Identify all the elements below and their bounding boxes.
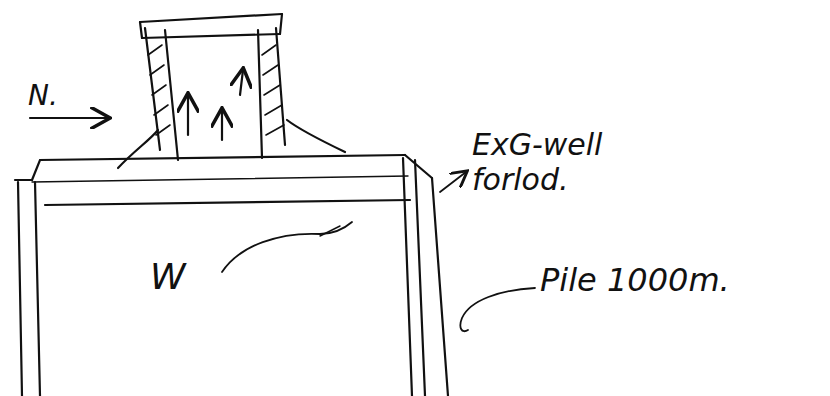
pile-label: Pile 1000m. <box>540 262 730 299</box>
load-label: W <box>150 256 186 297</box>
direction-label: N. <box>28 80 58 112</box>
callout-label: ExG-well forlod. <box>472 128 662 197</box>
